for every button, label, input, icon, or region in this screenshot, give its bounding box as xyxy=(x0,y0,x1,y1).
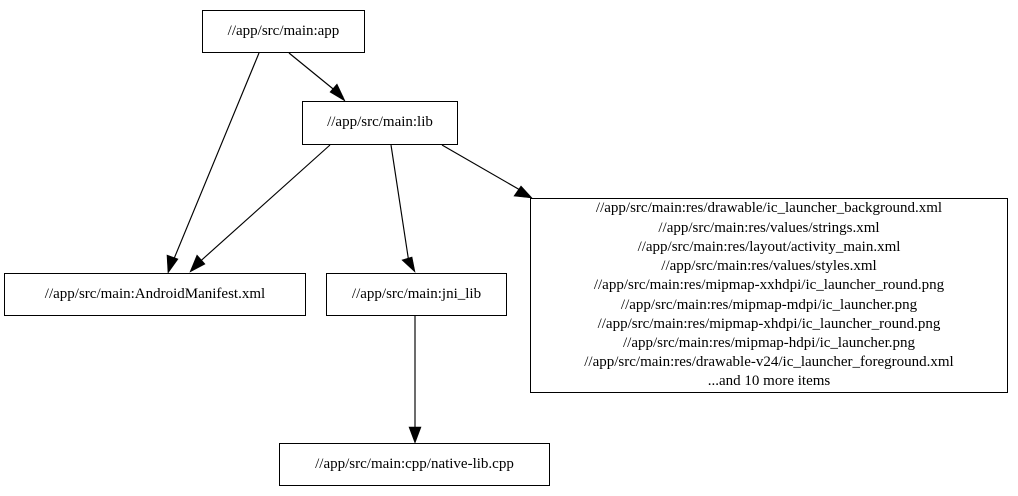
graph-node-app[interactable]: //app/src/main:app xyxy=(202,10,365,53)
graph-node-android-manifest[interactable]: //app/src/main:AndroidManifest.xml xyxy=(4,273,306,316)
graph-node-jni-lib-label: //app/src/main:jni_lib xyxy=(351,285,482,302)
edge-lib-to-manifest xyxy=(189,144,331,273)
arrowhead-app-to-lib xyxy=(329,83,346,102)
graph-node-app-label: //app/src/main:app xyxy=(227,22,340,39)
arrowhead-jni-lib-to-native-lib xyxy=(408,426,422,444)
arrowhead-lib-to-manifest xyxy=(189,254,206,273)
edge-jni-lib-to-native-lib xyxy=(408,316,422,444)
edge-lib-to-resources xyxy=(441,144,533,199)
graph-node-android-manifest-label: //app/src/main:AndroidManifest.xml xyxy=(44,285,266,302)
edge-app-to-lib xyxy=(288,52,346,102)
arrowhead-lib-to-resources xyxy=(513,185,533,199)
graph-node-resources-label: //app/src/main:res/drawable/ic_launcher_… xyxy=(584,200,954,390)
graph-node-native-lib-cpp-label: //app/src/main:cpp/native-lib.cpp xyxy=(315,455,514,472)
edge-app-to-manifest xyxy=(166,52,260,274)
graph-node-resources[interactable]: //app/src/main:res/drawable/ic_launcher_… xyxy=(530,198,1008,393)
graph-node-native-lib-cpp[interactable]: //app/src/main:cpp/native-lib.cpp xyxy=(279,443,550,486)
edge-line-lib-to-jni-lib xyxy=(390,144,410,264)
edge-line-lib-to-manifest xyxy=(194,144,331,267)
graph-node-lib-label: //app/src/main:lib xyxy=(327,114,433,131)
arrowhead-app-to-manifest xyxy=(166,254,179,274)
edge-line-app-to-manifest xyxy=(170,52,260,267)
edge-lib-to-jni-lib xyxy=(390,144,416,273)
graph-node-lib[interactable]: //app/src/main:lib xyxy=(302,101,458,145)
graph-node-jni-lib[interactable]: //app/src/main:jni_lib xyxy=(326,273,507,316)
edge-line-lib-to-resources xyxy=(441,144,528,195)
arrowhead-lib-to-jni-lib xyxy=(401,256,416,273)
